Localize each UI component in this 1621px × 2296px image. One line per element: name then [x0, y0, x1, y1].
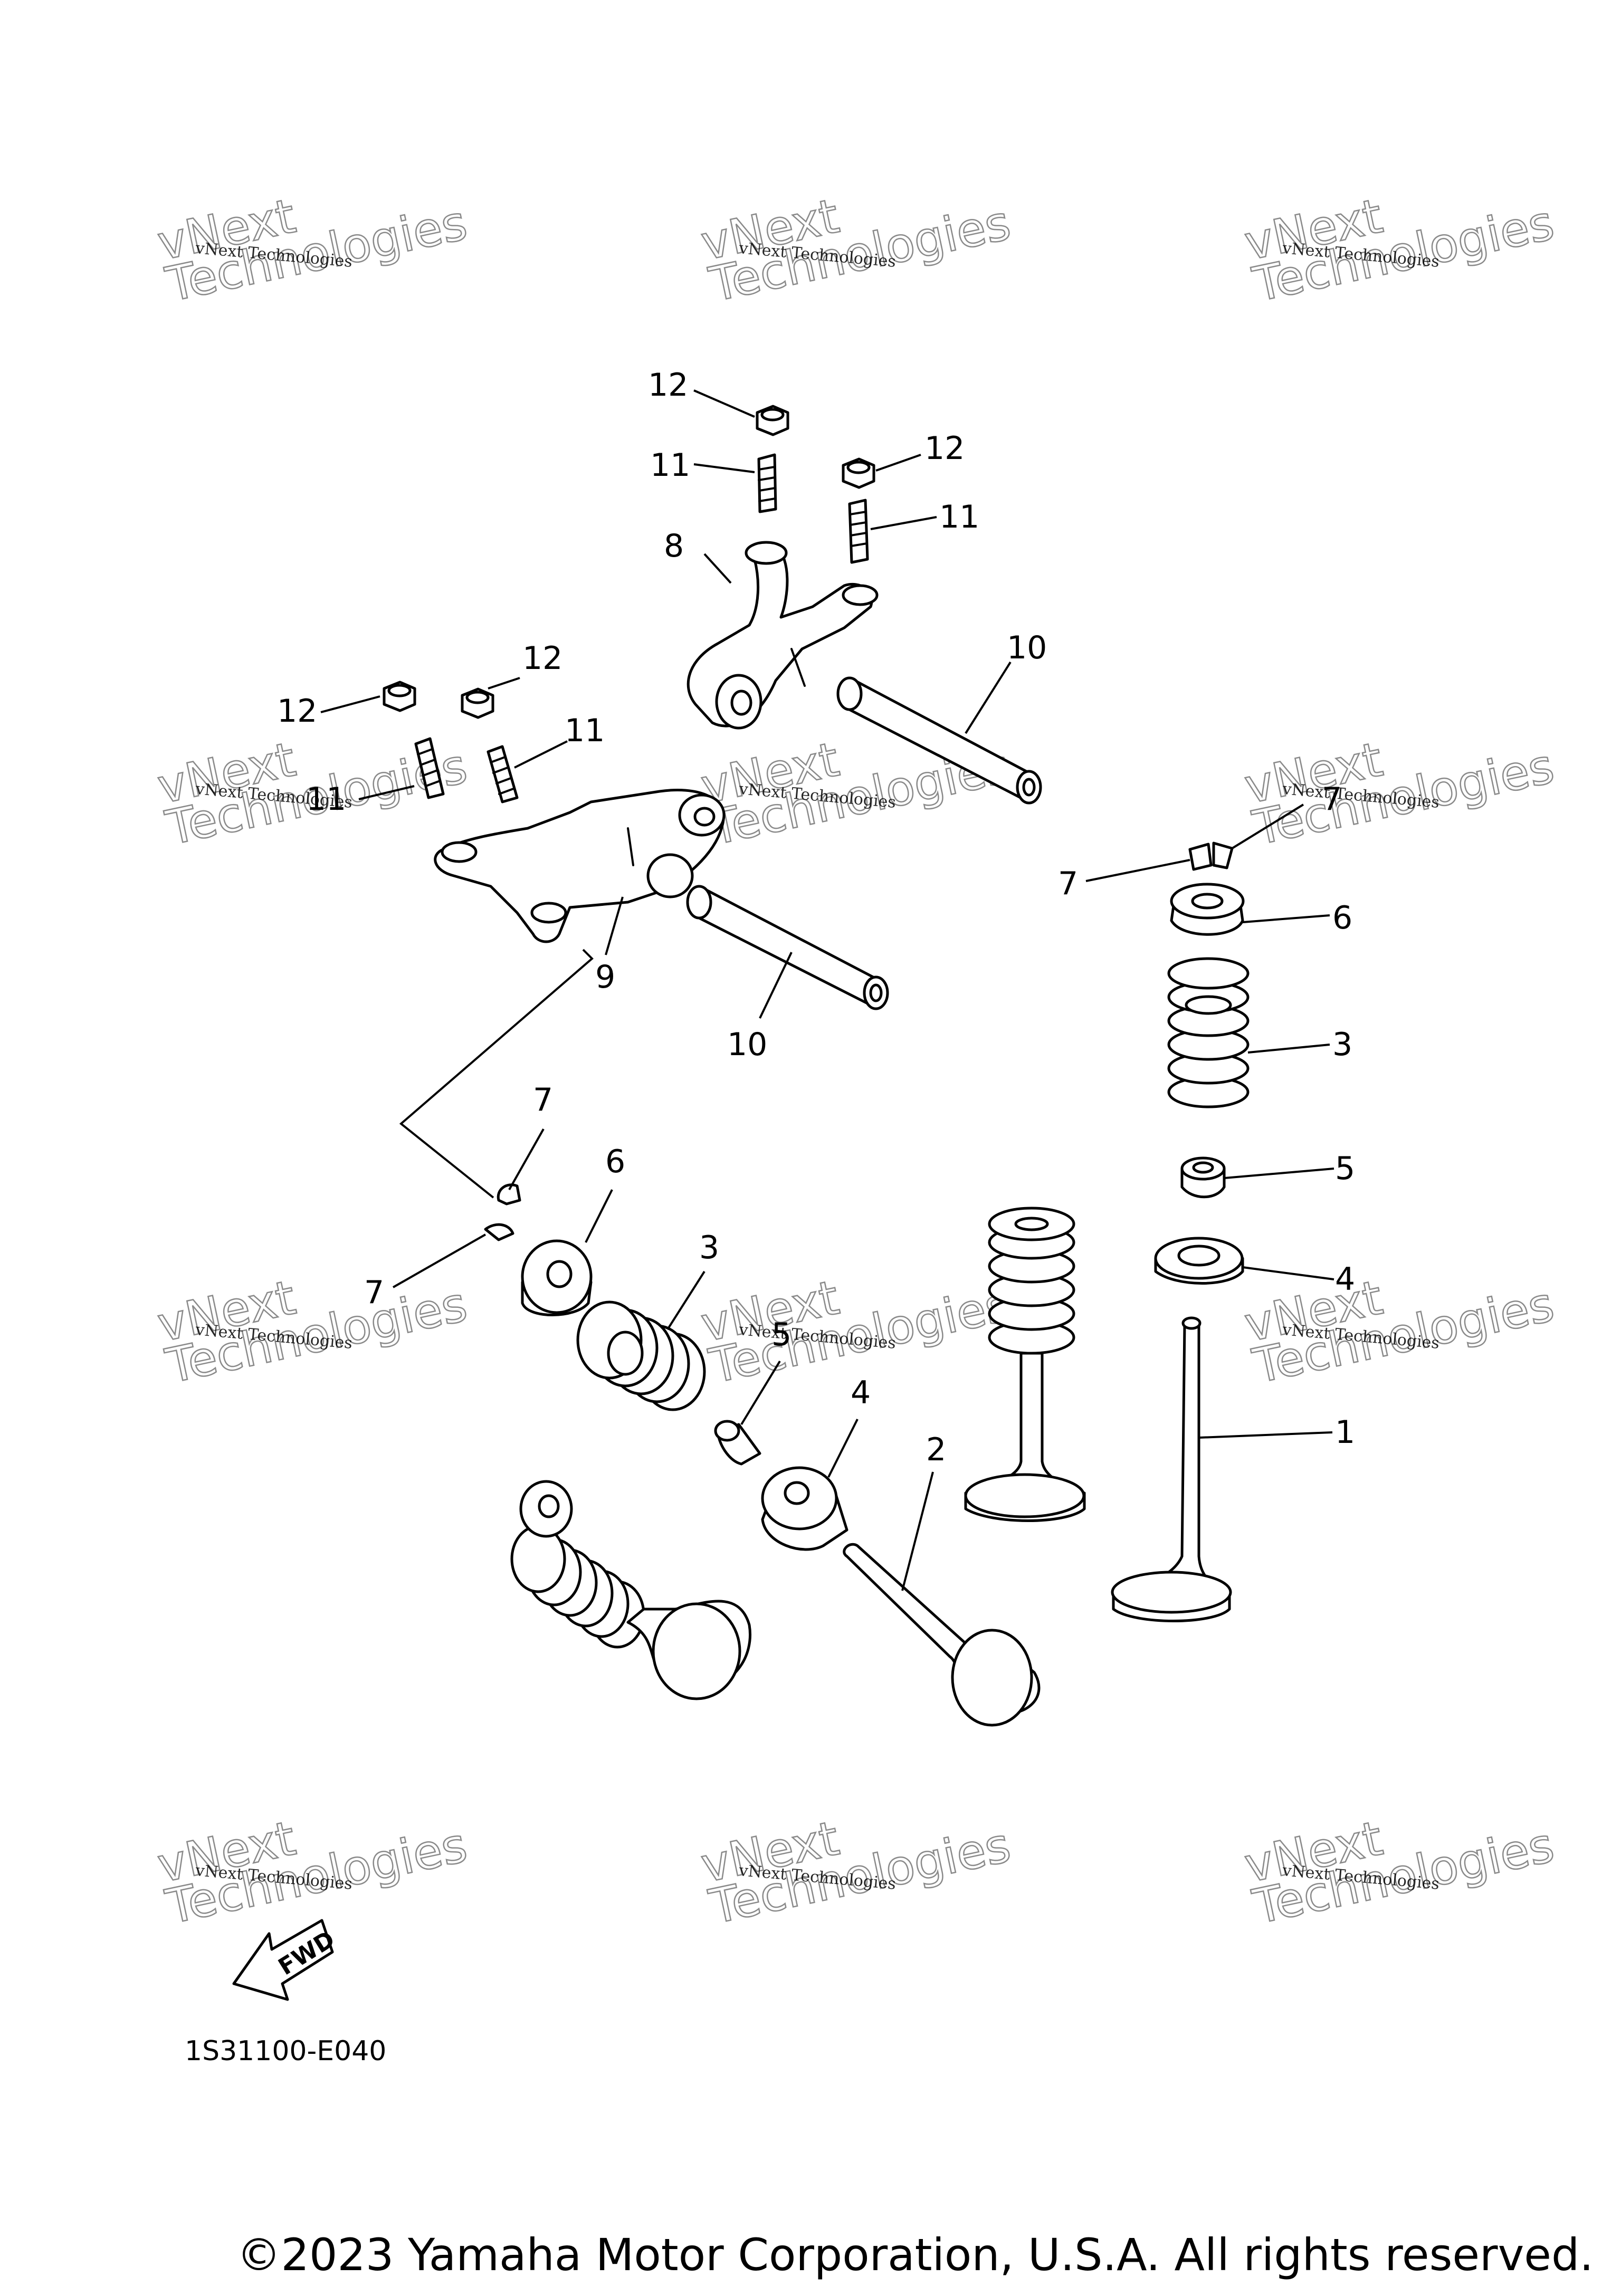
rocker-arm-9: [434, 789, 726, 943]
rocker-arm-8: [686, 541, 879, 730]
callout-4: 4: [851, 1374, 871, 1411]
callout-2: 2: [926, 1431, 946, 1468]
valve-2: [843, 1543, 1041, 1727]
watermark-low-center: vNext Technologies: [696, 1269, 1016, 1395]
rocker-shaft-10-upper: [836, 676, 1042, 805]
callout-5: 5: [771, 1316, 792, 1353]
valve-spring-3-right: [1167, 957, 1250, 1108]
valve-cotter-7-left-lower: [484, 1223, 514, 1241]
callout-8: 8: [664, 528, 684, 565]
callout-1: 1: [1335, 1414, 1355, 1451]
adjuster-screw-11-lower-b: [487, 745, 519, 803]
part-code: 1S31100-E040: [185, 2035, 386, 2067]
callout-7: 7: [364, 1274, 384, 1311]
callout-5: 5: [1335, 1150, 1355, 1187]
callout-7: 7: [1322, 781, 1342, 818]
valve-spring-3-left: [576, 1300, 706, 1411]
watermark-top-right: vNext Technologies: [1239, 188, 1559, 313]
callout-7: 7: [1058, 865, 1078, 902]
nut-12-lower-b: [461, 687, 494, 719]
valve-cotter-7-left-upper: [497, 1183, 521, 1206]
callout-12: 12: [924, 430, 965, 467]
callout-11: 11: [650, 447, 690, 484]
watermark-top-left: vNext Technologies: [152, 188, 472, 313]
leader-lines: [320, 389, 1334, 1591]
spring-retainer-6-right: [1170, 883, 1245, 936]
callout-3: 3: [1332, 1026, 1352, 1063]
watermark-top-center: vNext Technologies: [696, 188, 1016, 313]
nut-12-upper-b: [842, 457, 875, 489]
watermark-bottom-right: vNext Technologies: [1239, 1810, 1559, 1936]
callout-10: 10: [727, 1026, 767, 1063]
callout-12: 12: [522, 640, 562, 677]
callout-12: 12: [277, 693, 317, 730]
spring-seat-4-right: [1154, 1237, 1244, 1285]
adjuster-screw-11-upper-a: [757, 453, 777, 513]
callout-11: 11: [306, 781, 346, 818]
callout-6: 6: [605, 1143, 625, 1180]
adjuster-screw-11-lower-a: [414, 737, 445, 799]
valve-assembly-left: [510, 1480, 751, 1700]
rocker-shaft-10-lower: [686, 885, 889, 1010]
copyright-notice: ©2023 Yamaha Motor Corporation, U.S.A. A…: [236, 2229, 1594, 2281]
valve-stem-seal-5-left: [714, 1420, 761, 1466]
valve-cotter-7-right: [1188, 841, 1234, 871]
callout-10: 10: [1007, 629, 1047, 666]
nut-12-lower-a: [383, 681, 416, 712]
fwd-arrow-icon: FWD: [232, 1919, 339, 2001]
spring-seat-4-left: [761, 1466, 848, 1551]
watermark-bottom-left: vNext Technologies: [152, 1810, 472, 1936]
callout-12: 12: [648, 367, 688, 404]
callout-7: 7: [533, 1082, 553, 1118]
adjuster-screw-11-upper-b: [848, 499, 869, 564]
callout-6: 6: [1332, 900, 1352, 936]
valve-stem-seal-5-right: [1180, 1156, 1226, 1199]
watermark-low-right: vNext Technologies: [1239, 1269, 1559, 1395]
watermark-mid-right: vNext Technologies: [1239, 731, 1559, 857]
valve-1: [1111, 1316, 1232, 1622]
watermark-low-left: vNext Technologies: [152, 1269, 472, 1395]
callout-4: 4: [1335, 1261, 1355, 1298]
spring-retainer-6-left: [521, 1239, 593, 1316]
valve-assembly-center: [964, 1207, 1086, 1522]
nut-12-upper-a: [756, 405, 789, 436]
watermark-bottom-center: vNext Technologies: [696, 1810, 1016, 1936]
callout-11: 11: [939, 499, 979, 535]
callout-3: 3: [699, 1229, 719, 1266]
callout-11: 11: [565, 712, 605, 749]
callout-9: 9: [595, 959, 615, 996]
